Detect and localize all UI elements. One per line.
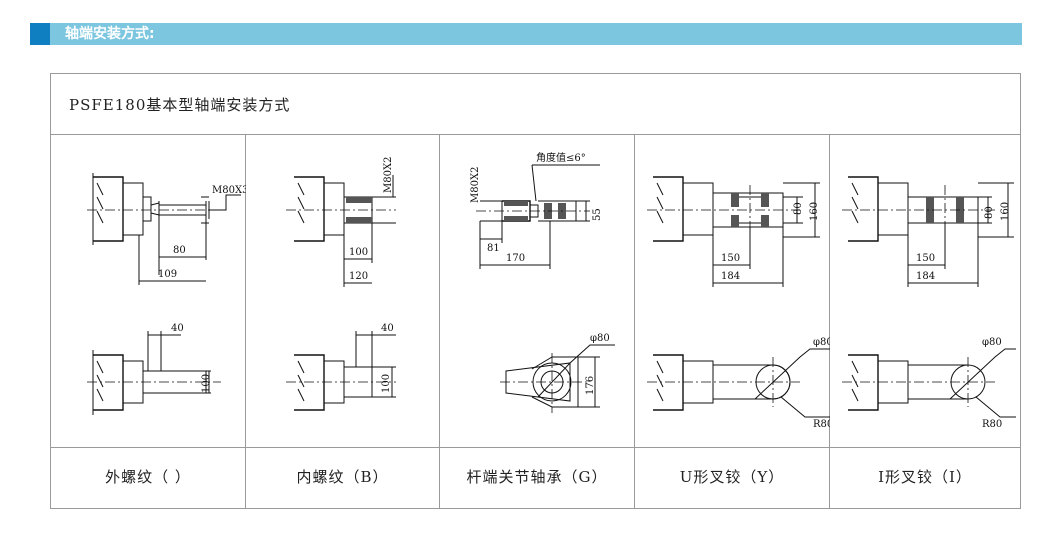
dim-length-100: 100 [349,247,368,258]
table-title: PSFE180基本型轴端安装方式 [69,96,291,114]
dim-thread-spec: M80X3 [212,185,246,196]
dim-pin-80: 80 [984,206,995,219]
i-clevis-top-view [842,176,1014,287]
dim-height-160: 160 [1000,202,1011,221]
external-thread-top-view [87,173,241,285]
dim-height-160: 160 [809,202,820,221]
column-u-clevis: 80 160 150 184 φ80 R80 U形叉铰（Y） [635,135,830,508]
external-thread-side-view [87,331,221,415]
column-internal-thread: M80X2 100 120 40 100 内螺纹（B） [246,135,440,508]
u-clevis-side-view [647,348,830,418]
column-i-clevis: 80 160 150 184 φ80 R80 I形叉铰（I） [830,135,1020,508]
dim-thread-spec: M80X2 [470,167,481,203]
dim-diameter-80: φ80 [813,337,830,348]
external-thread-drawing: M80X3 80 109 40 100 [87,173,246,415]
internal-thread-side-view [286,331,396,411]
rod-end-bearing-side-view [500,344,615,413]
label-i-clevis: I形叉铰（I） [830,447,1020,508]
rod-end-bearing-top-view [476,164,600,269]
dim-height-100: 100 [381,374,392,393]
label-u-clevis: U形叉铰（Y） [635,447,829,508]
table-title-row: PSFE180基本型轴端安装方式 [51,74,1020,135]
dim-height-100: 100 [201,374,212,393]
dim-diameter-80: φ80 [982,337,1002,348]
u-clevis-drawing: 80 160 150 184 φ80 R80 [647,176,830,430]
dim-length-184: 184 [916,271,935,282]
dim-length-184: 184 [721,271,740,282]
dim-length-150: 150 [721,253,740,264]
section-marker [30,23,50,45]
dim-length-81: 81 [487,243,500,254]
label-external-thread: 外螺纹（ ） [51,447,245,508]
dim-length-80: 80 [173,245,186,256]
label-rod-end-bearing: 杆端关节轴承（G） [440,447,634,508]
dim-length-170: 170 [506,253,525,264]
label-internal-thread: 内螺纹（B） [246,447,439,508]
i-clevis-drawing: 80 160 150 184 φ80 R80 [842,176,1016,430]
dim-angle-limit: 角度值≤6° [536,151,586,164]
dim-height-176: 176 [585,376,596,395]
dim-length-109: 109 [158,269,177,280]
dim-length-150: 150 [916,253,935,264]
internal-thread-drawing: M80X2 100 120 40 100 [286,157,396,411]
dim-width-55: 55 [592,208,603,221]
rod-end-bearing-drawing: M80X2 角度值≤6° 55 81 170 φ80 176 [470,151,615,413]
dim-radius-80: R80 [813,419,830,430]
column-rod-end-bearing: M80X2 角度值≤6° 55 81 170 φ80 176 杆端关节轴承（G） [440,135,635,508]
column-external-thread: M80X3 80 109 40 100 外螺纹（ ） [51,135,246,508]
dim-offset-40: 40 [381,323,394,334]
dim-thread-spec: M80X2 [383,157,394,193]
dim-radius-80: R80 [982,419,1002,430]
i-clevis-side-view [842,348,1016,418]
u-clevis-top-view [647,176,820,287]
dim-offset-40: 40 [171,323,184,334]
section-header: 轴端安装方式: [30,23,1022,45]
dim-length-120: 120 [349,271,368,282]
dim-pin-80: 80 [793,202,804,215]
section-title: 轴端安装方式: [65,26,155,42]
dim-diameter-80: φ80 [590,333,610,344]
mounting-spec-table: PSFE180基本型轴端安装方式 M80X3 80 [50,73,1021,509]
internal-thread-top-view [286,175,396,287]
